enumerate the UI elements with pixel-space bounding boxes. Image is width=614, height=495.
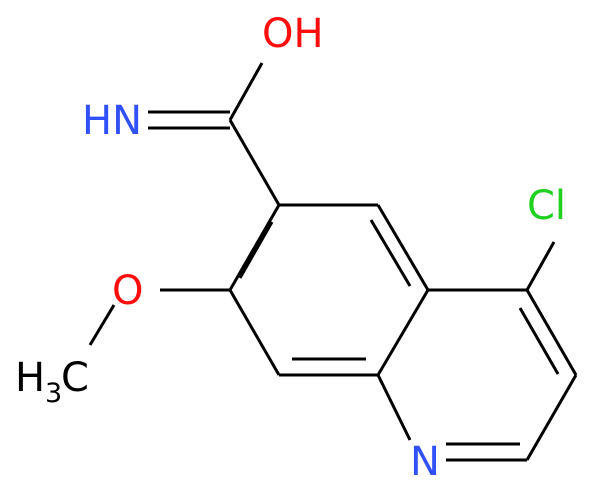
bond-c4a-c5-inner [369,219,412,287]
bond-c3-c2 [525,374,578,461]
bond-c6-c-imidic [228,119,281,206]
bond-n1-c8a [376,374,412,441]
bond-c4-c3-inner [518,307,560,375]
bond-c-imidic-oh [228,62,264,121]
hydroxyl-label: OH [262,11,324,57]
chloro-label: Cl [527,183,566,229]
bond-c6-c7 [228,204,281,291]
bond-c6-c7-inner [238,221,274,279]
imine-label: HN [82,98,142,144]
bond-o-ch3 [88,304,116,346]
bond-c4a-c5 [376,204,430,291]
methyl-subscript: 3 [45,378,62,409]
methyl-c: C [61,355,89,401]
bond-c7-c8 [228,289,281,376]
bond-c4-cl [525,241,556,291]
methyl-h: H [15,355,45,401]
methyl-label: H 3 C [15,355,89,409]
ring-nitrogen-label: N [410,439,440,485]
bond-c8a-c4a [376,289,430,376]
methoxy-oxygen-label: O [112,268,143,314]
bond-c4-c3 [525,289,578,376]
